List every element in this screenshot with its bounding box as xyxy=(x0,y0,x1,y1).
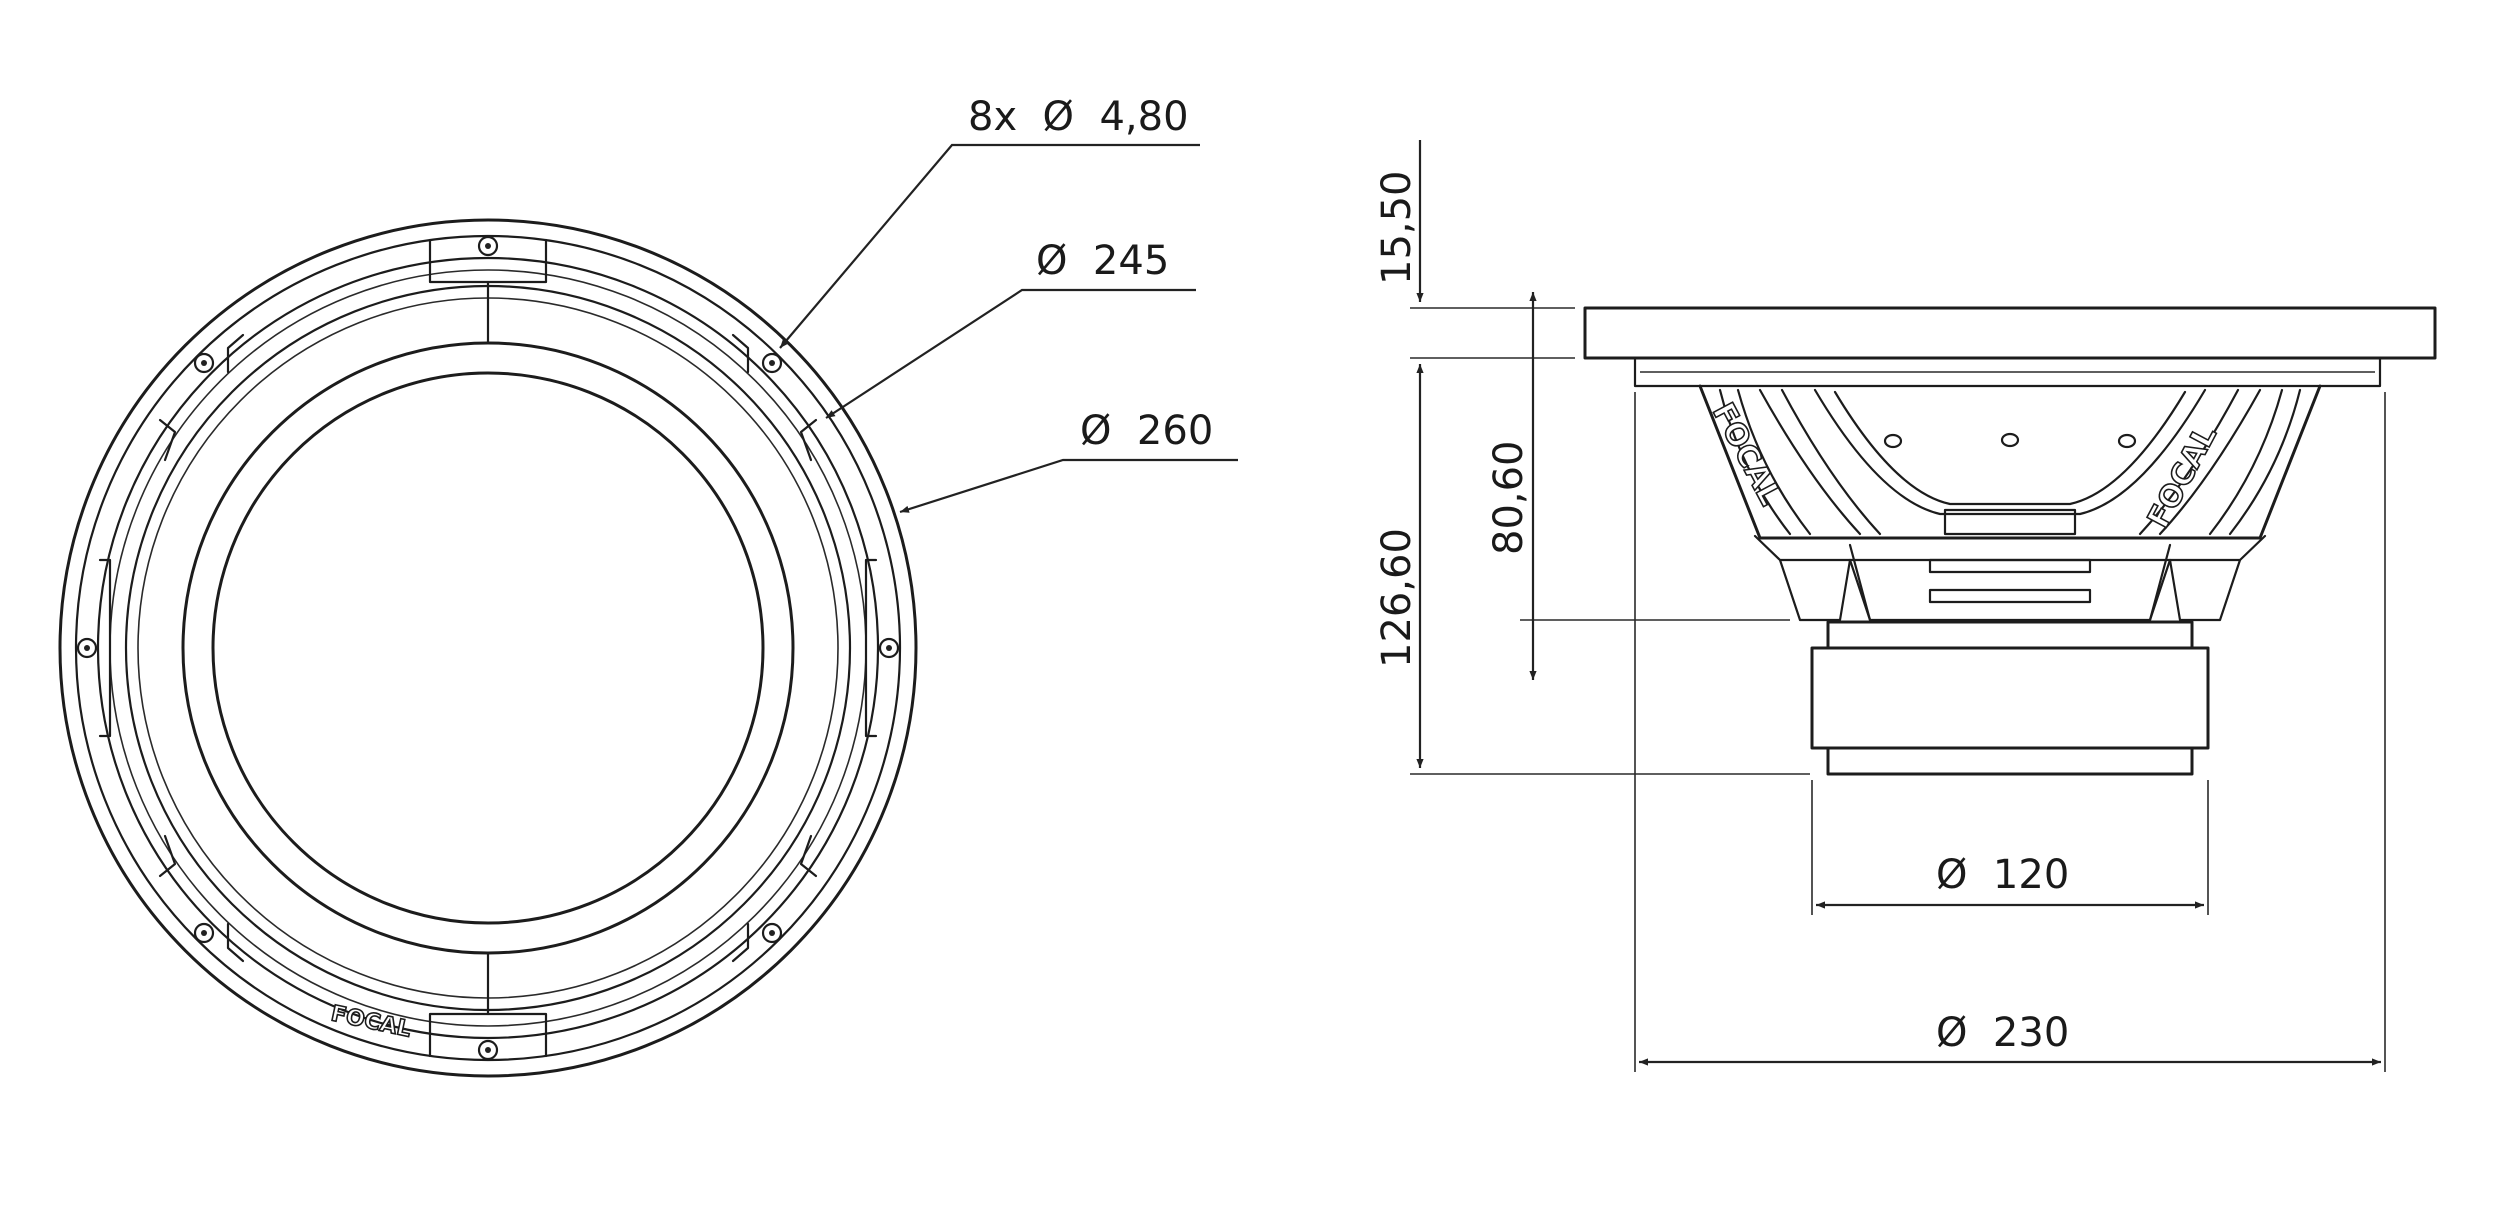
side-basket xyxy=(1698,384,2322,540)
gasket-ring-inner xyxy=(137,297,839,999)
front-view: FOCAL xyxy=(58,218,918,1078)
outer-rim xyxy=(58,218,918,1078)
side-dimensions xyxy=(1410,140,2386,1072)
basket-diameter-label: Ø 230 xyxy=(1936,1010,2069,1056)
gasket-ring xyxy=(124,284,852,1012)
basket-ring-inner xyxy=(109,269,867,1027)
mount-depth-label: 80,60 xyxy=(1486,440,1532,555)
front-leaders xyxy=(779,143,1238,514)
basket-ring xyxy=(96,256,880,1040)
total-depth-label: 126,60 xyxy=(1374,528,1420,668)
outer-dimension-label: Ø 260 xyxy=(1080,408,1213,454)
cutout-dimension-label: Ø 245 xyxy=(1036,238,1169,284)
outer-rim-inner xyxy=(74,234,902,1062)
mounting-holes xyxy=(76,235,900,1061)
side-motor-bottom xyxy=(1826,746,2194,776)
surround-outer xyxy=(181,341,795,955)
side-flange xyxy=(1583,306,2437,360)
side-view: FOCAL FOCAL xyxy=(1583,306,2437,776)
side-magnet xyxy=(1810,646,2210,750)
surround-inner xyxy=(211,371,765,925)
holes-dimension-label: 8x Ø 4,80 xyxy=(968,94,1189,140)
side-motor-top xyxy=(1826,620,2194,650)
magnet-diameter-label: Ø 120 xyxy=(1936,852,2069,898)
flange-height-label: 15,50 xyxy=(1374,170,1420,285)
side-brand-logo-right: FOCAL xyxy=(2141,420,2224,534)
